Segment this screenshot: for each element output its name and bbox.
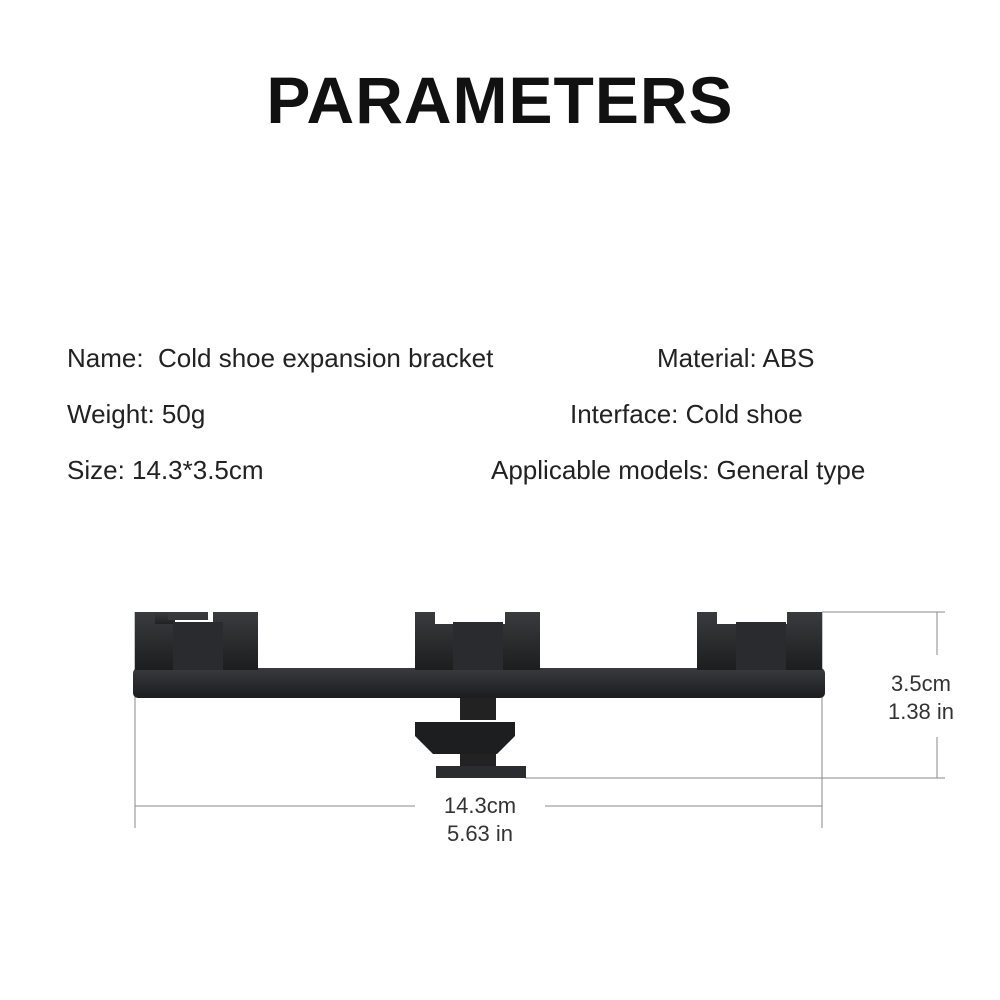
bottom-shoe-mount [415, 698, 526, 778]
spec-interface: Interface: Cold shoe [570, 399, 803, 429]
spec-size: Size: 14.3*3.5cm [67, 455, 264, 485]
width-dimension-in: 5.63 in [446, 821, 514, 846]
cold-shoe-mount-right [697, 612, 822, 670]
cold-shoe-mounts [135, 612, 822, 670]
bracket-bar [133, 668, 825, 698]
height-dimension-in: 1.38 in [887, 699, 955, 724]
spec-name: Name: Cold shoe expansion bracket [67, 343, 494, 373]
width-dimension-cm: 14.3cm [443, 793, 517, 818]
cold-shoe-mount-left [135, 612, 258, 670]
spec-weight: Weight: 50g [67, 399, 206, 429]
spec-material: Material: ABS [657, 343, 815, 373]
page-title: PARAMETERS [266, 63, 734, 137]
cold-shoe-mount-center [415, 612, 540, 670]
spec-applicable-models: Applicable models: General type [491, 455, 866, 485]
height-dimension-cm: 3.5cm [891, 671, 951, 696]
